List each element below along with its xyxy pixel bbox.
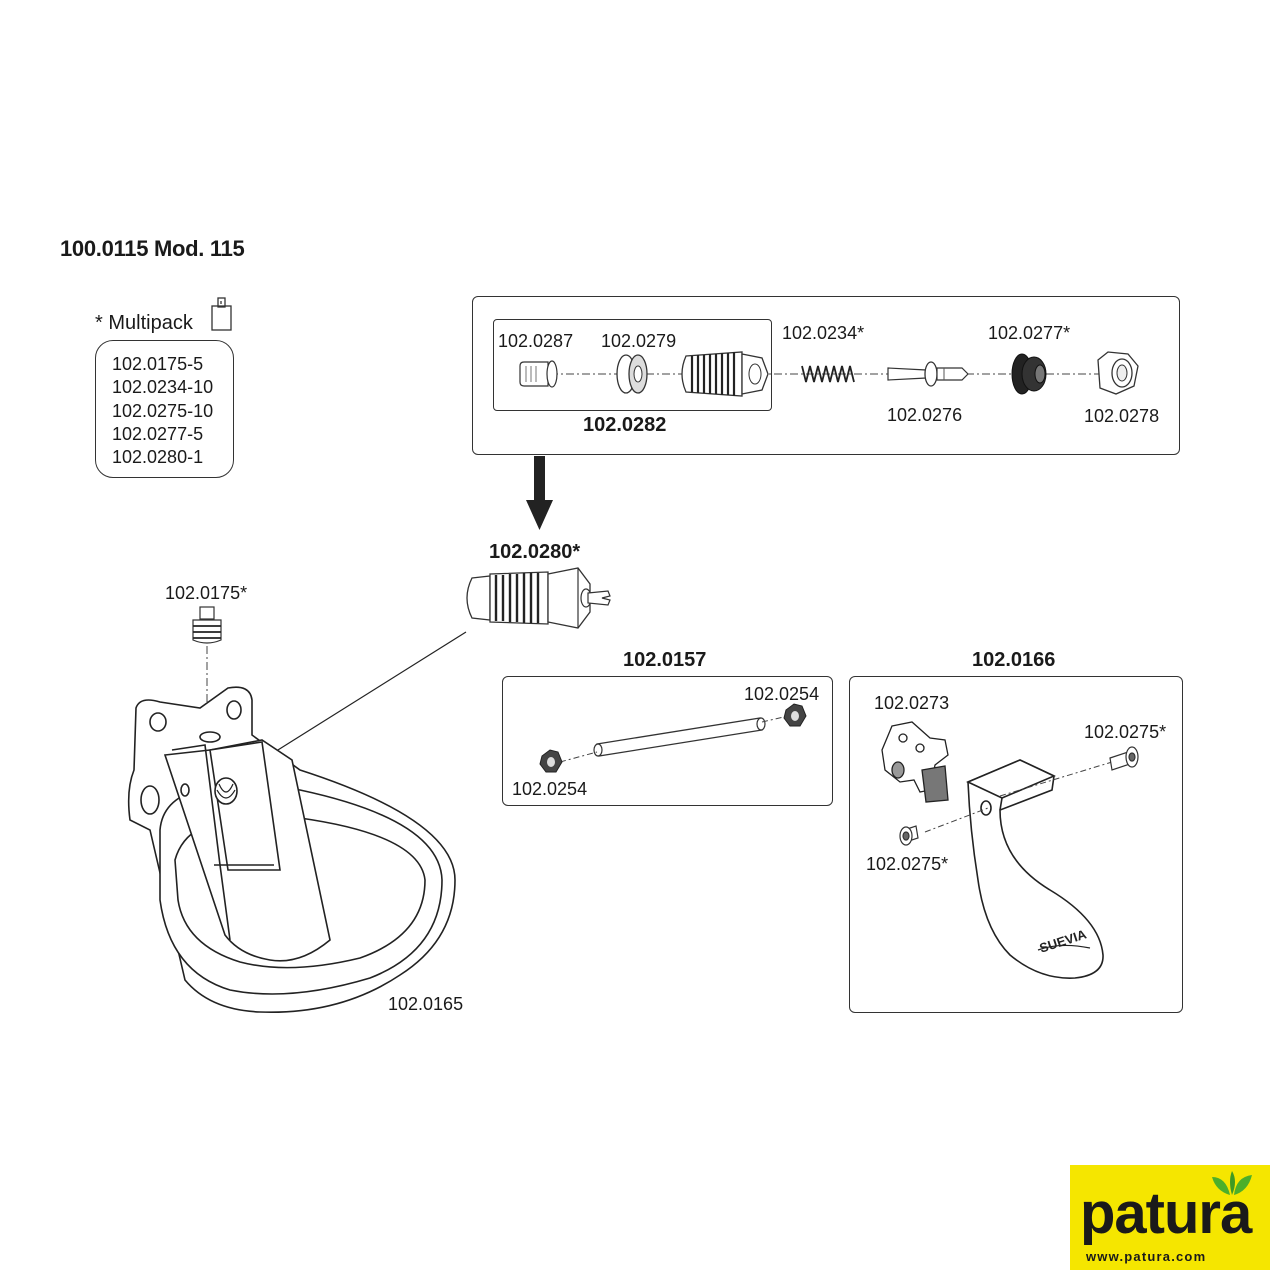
- page-title: 100.0115 Mod. 115: [60, 236, 245, 261]
- rod-kit-panel: [502, 676, 833, 806]
- multipack-item: 102.0275-10: [112, 400, 214, 421]
- multipack-item: 102.0280-1: [112, 447, 204, 468]
- valve-part-icon: [466, 567, 611, 629]
- multipack-item: 102.0277-5: [112, 423, 204, 444]
- valve-assembly-panel: [472, 296, 1180, 455]
- multipack-item: 102.0234-10: [112, 377, 214, 398]
- multipack-item: 102.0175-5: [112, 354, 204, 374]
- label-paddle-kit: 102.0166: [972, 649, 1056, 671]
- rod-axis-line-left: [559, 751, 598, 763]
- paddle-axis-line-right: [999, 761, 1113, 797]
- spring-part-icon: [801, 365, 855, 383]
- bowl-part-icon: [127, 686, 456, 1014]
- seal-part-icon: [1011, 353, 1047, 395]
- label-inner-group: 102.0282: [583, 414, 667, 436]
- paddle-axis-line-left: [924, 807, 989, 833]
- label-part-0278: 102.0278: [1084, 406, 1160, 426]
- multipack-label: * Multipack: [95, 312, 193, 334]
- label-part-0234: 102.0234*: [782, 323, 865, 343]
- valve-leader-line: [244, 631, 467, 771]
- label-rod-nut-bottom: 102.0254: [512, 779, 588, 799]
- multipack-list-box: 102.0175-5 102.0234-10 102.0275-10 102.0…: [95, 340, 234, 478]
- label-part-0277: 102.0277*: [988, 323, 1071, 343]
- label-valve: 102.0280*: [489, 541, 581, 563]
- washer-part-icon: [616, 354, 648, 394]
- label-screw-right: 102.0275*: [1084, 722, 1167, 742]
- label-part-0287: 102.0287: [498, 331, 574, 351]
- screw-right-icon: [1109, 746, 1139, 771]
- label-plug: 102.0175*: [165, 583, 248, 603]
- plug-part-icon: [192, 606, 222, 644]
- multipack-list: 102.0175-5 102.0234-10 102.0275-10 102.0…: [112, 353, 213, 469]
- leaf-icon: [1212, 1171, 1252, 1195]
- assembly-arrow: [526, 456, 553, 530]
- cap-part-icon: [519, 360, 558, 388]
- label-part-0276: 102.0276: [887, 405, 963, 425]
- rod-part-icon: [593, 717, 766, 757]
- logo-wordmark: patura: [1080, 1181, 1252, 1246]
- patura-logo: patura www.patura.com: [1070, 1165, 1270, 1270]
- label-rod-nut-top: 102.0254: [744, 684, 820, 704]
- label-bracket: 102.0273: [874, 693, 950, 713]
- bracket-part-icon: [881, 721, 949, 803]
- label-screw-left: 102.0275*: [866, 854, 949, 874]
- paddle-part-icon: [966, 759, 1104, 979]
- label-bowl: 102.0165: [388, 994, 464, 1014]
- nut-part-icon: [1097, 351, 1139, 395]
- logo-url: www.patura.com: [1086, 1249, 1207, 1264]
- pin-part-icon: [887, 361, 969, 387]
- valve-inner-group-box: [493, 319, 772, 411]
- label-part-0279: 102.0279: [601, 331, 677, 351]
- rod-nut-top-icon: [783, 703, 807, 727]
- rod-nut-bottom-icon: [539, 749, 563, 773]
- paddle-kit-panel: [849, 676, 1183, 1013]
- screw-left-icon: [899, 825, 919, 846]
- label-rod-kit: 102.0157: [623, 649, 707, 671]
- package-icon: [211, 297, 232, 331]
- rod-axis-line-right: [761, 715, 789, 723]
- threaded-body-part-icon: [681, 351, 769, 397]
